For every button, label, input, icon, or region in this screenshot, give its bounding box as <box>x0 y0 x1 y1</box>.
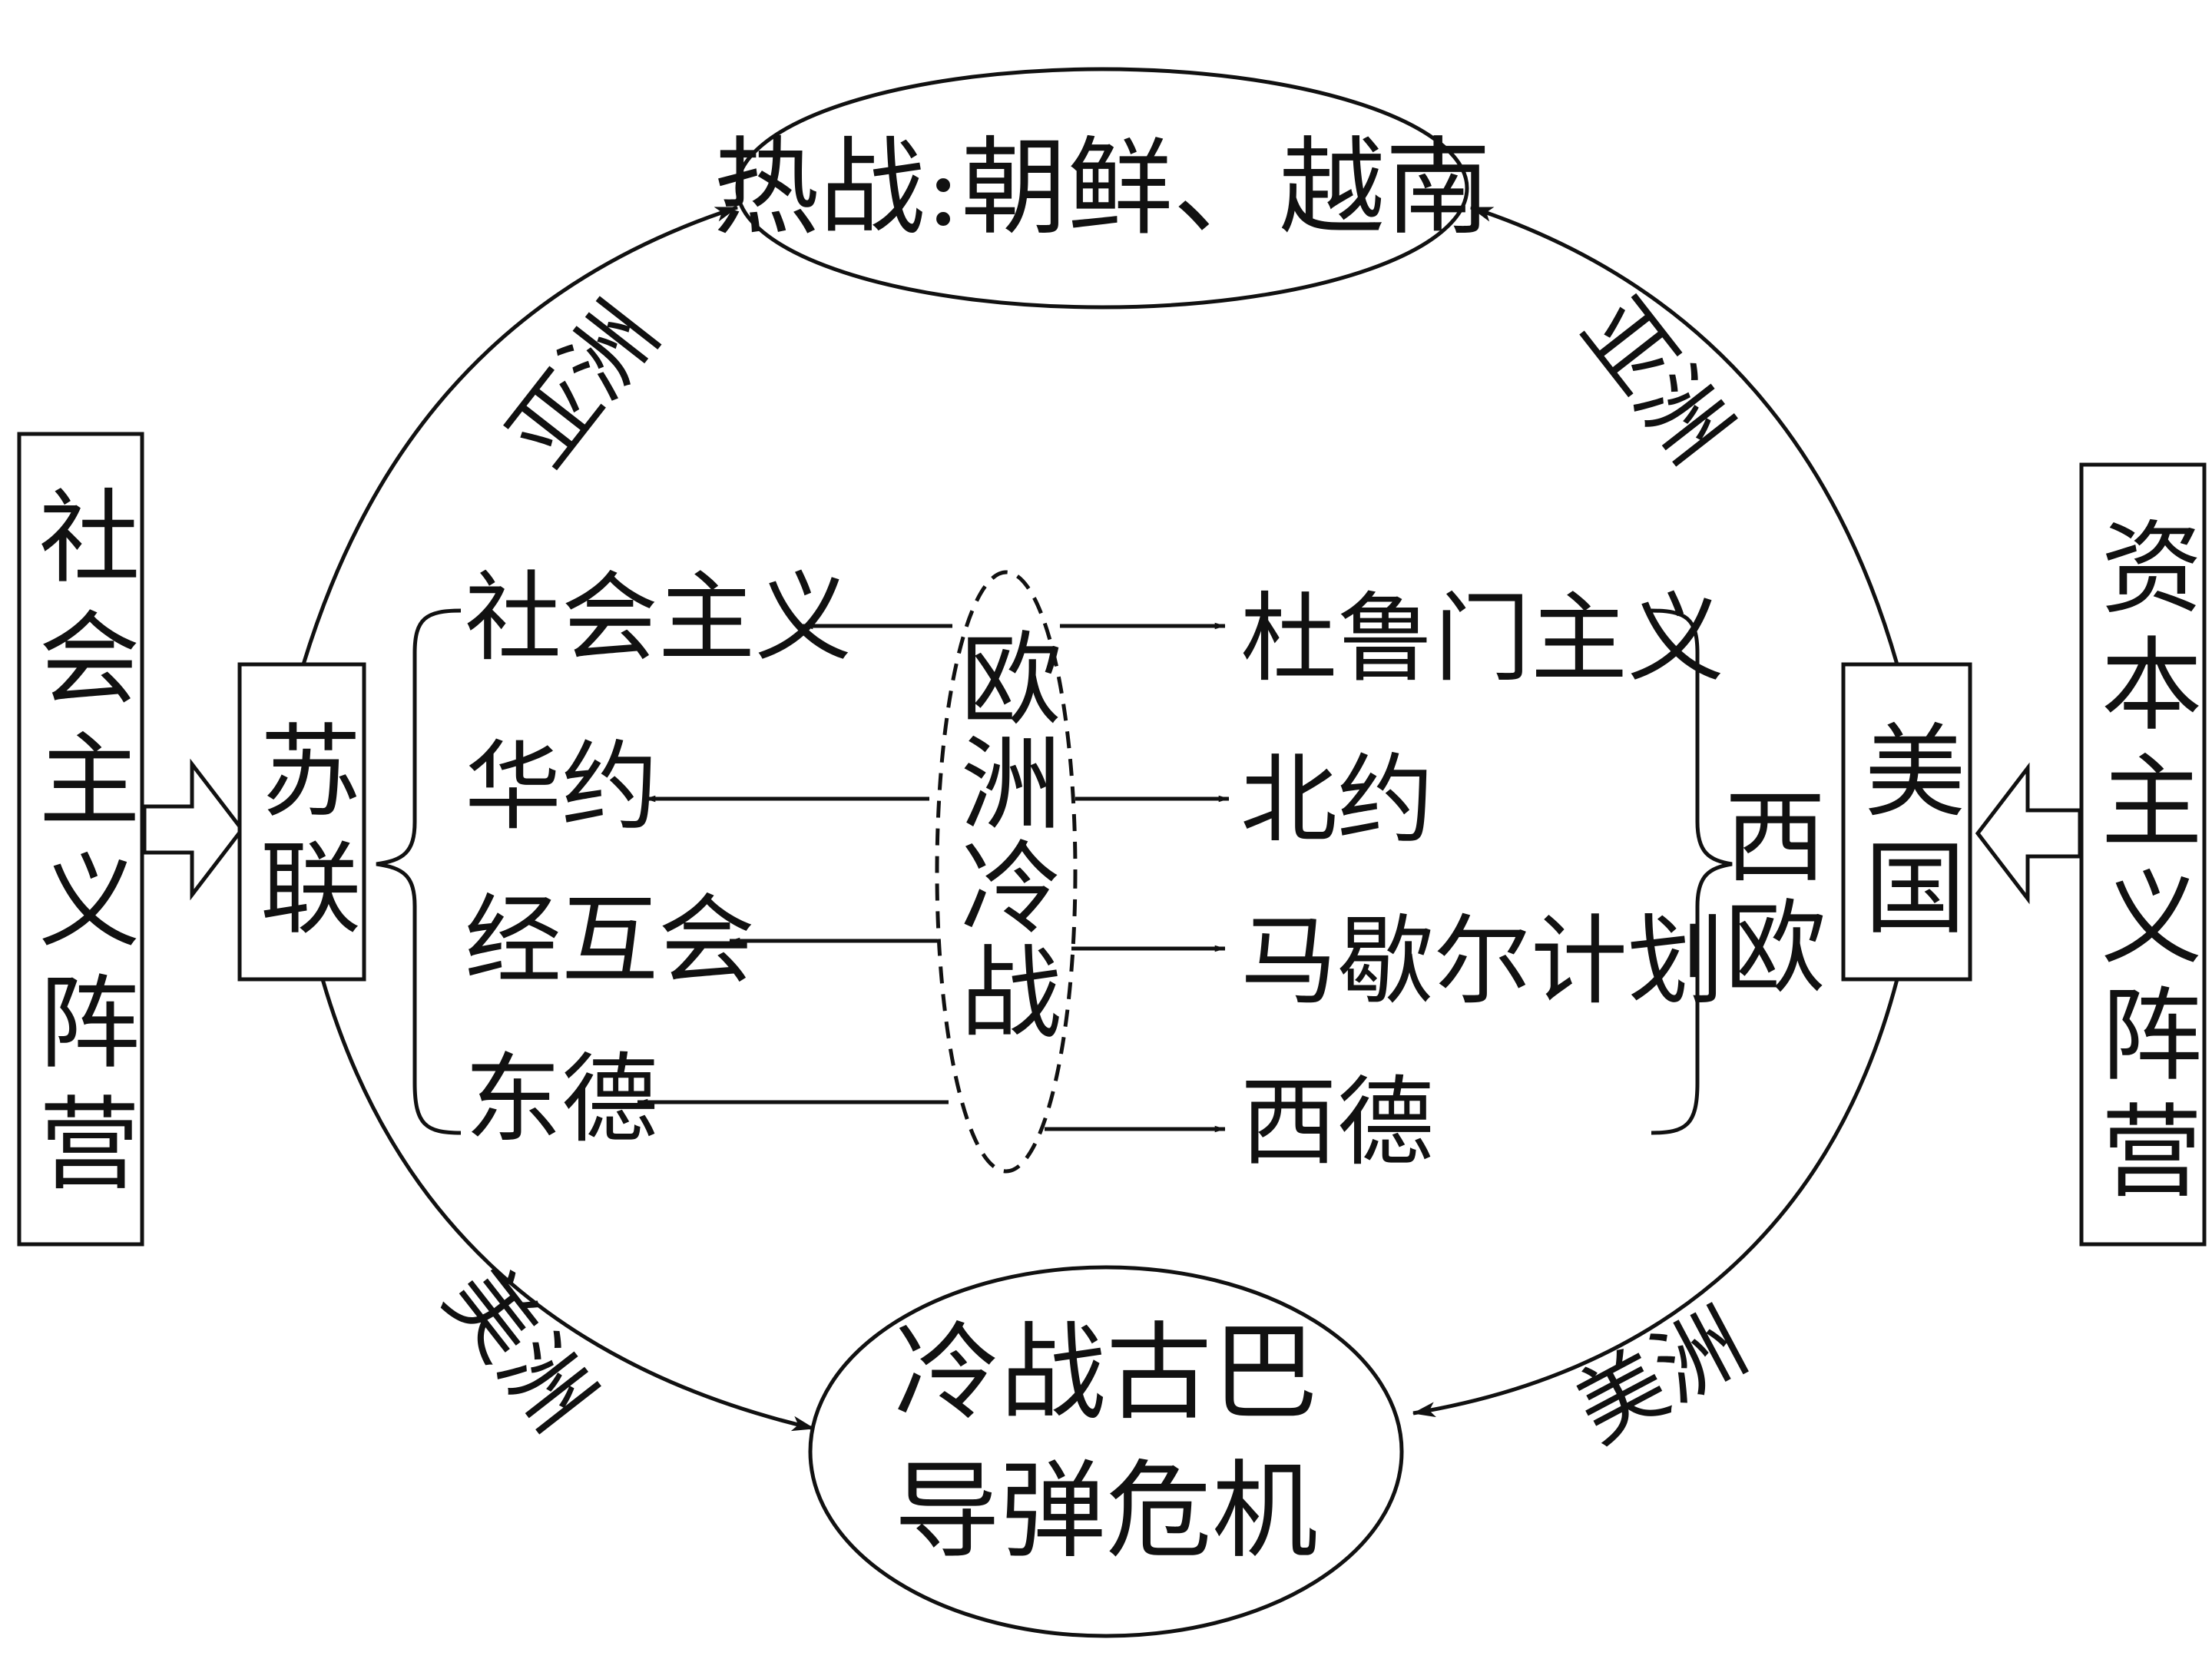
hot-war-label: 热战:朝鲜、越南 <box>714 126 1492 250</box>
arc-label-top-right: 亚洲 <box>1562 280 1750 482</box>
right-item-nato: 北约 <box>1240 743 1434 856</box>
arc-usa-to-hotwar <box>1469 205 1899 665</box>
left-item-socialism: 社会主义 <box>465 561 852 674</box>
left-brace <box>376 608 462 1135</box>
right-brace <box>1651 608 1733 1135</box>
left-hollow-arrow <box>142 758 245 901</box>
right-item-truman-doctrine: 杜鲁门主义 <box>1240 582 1724 695</box>
arc-label-bottom-right: 美洲 <box>1559 1290 1762 1462</box>
left-item-east-germany: 东德 <box>465 1043 658 1156</box>
ussr-label: 苏联 <box>243 718 361 952</box>
arc-ussr-to-hotwar <box>301 205 739 665</box>
socialist-camp-label: 社会主义阵营 <box>22 484 140 1212</box>
arc-label-top-left: 亚洲 <box>488 284 677 485</box>
europe-cold-war-label: 欧洲冷战 <box>943 626 1061 1044</box>
usa-label: 美国 <box>1847 718 1965 952</box>
west-europe-label: 西欧 <box>1707 783 1826 1005</box>
cuba-crisis-bubble <box>808 1265 1404 1638</box>
hot-war-bubble <box>735 67 1469 310</box>
usa-box <box>1841 662 1972 982</box>
right-hollow-arrow <box>1975 762 2082 905</box>
right-item-west-germany: 西德 <box>1240 1066 1434 1179</box>
left-item-warsaw-pact: 华约 <box>465 730 658 843</box>
arc-ussr-to-cuba <box>320 979 816 1432</box>
arc-usa-to-cuba <box>1412 979 1899 1418</box>
right-item-marshall-plan: 马歇尔计划 <box>1240 905 1724 1018</box>
arc-label-bottom-left: 美洲 <box>426 1248 614 1449</box>
capitalist-camp-label: 资本主义阵营 <box>2084 515 2202 1215</box>
socialist-camp-box <box>17 432 144 1247</box>
cuba-label-line1: 冷战古巴 <box>894 1311 1318 1435</box>
cuba-label-line2: 导弹危机 <box>894 1449 1318 1573</box>
ussr-box <box>237 662 366 982</box>
europe-cold-war-bubble <box>935 570 1078 1174</box>
left-item-comecon: 经互会 <box>465 884 755 997</box>
